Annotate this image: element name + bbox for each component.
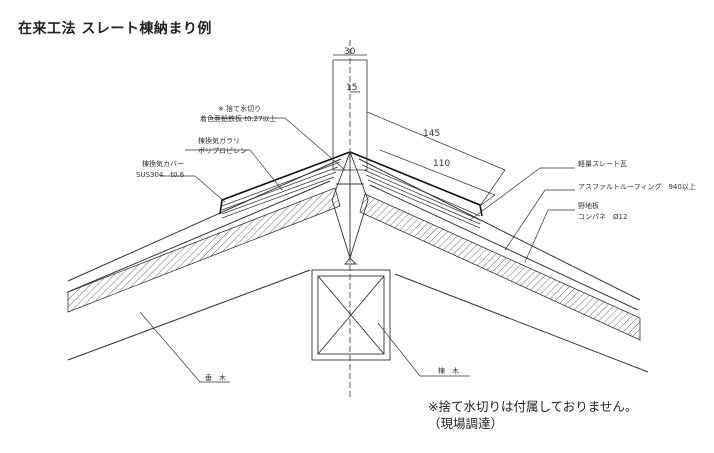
label-sheathing-material: コンパネ Ø12 [578,213,627,221]
label-slate: 軽量スレート瓦 [578,159,627,168]
note-line-1: ※捨て水切りは付属しておりません。 [428,399,638,414]
vent-cover-right [349,151,483,217]
sheathing-right [359,193,641,341]
flashing-note: ※捨て水切りは付属しておりません。 （現場調達） [428,398,637,432]
label-flashing: ※ 捨て水切り [218,104,261,113]
leader-lines [139,117,575,383]
label-flashing-material: 着色亜鉛鉄板 t0.27以上 [200,114,277,123]
sheathing-left [67,187,341,313]
label-vent-cover-material: SUS304 t0.6 [136,171,185,179]
drawing-title: 在来工法 スレート棟納まり例 [18,21,212,37]
vent-cover-left [219,151,351,215]
dimension-15: 15 [346,83,357,93]
roof-outline [67,158,649,373]
dimension-30: 30 [344,47,356,57]
dimension-110: 110 [433,159,450,169]
label-vent-gallery-material: ポリプロピレン [198,147,247,155]
label-roofing: アスファルトルーフィング 940以上 [578,182,696,191]
label-sheathing: 野地板 [578,201,599,210]
dimension-145: 145 [423,129,440,139]
note-line-2: （現場調達） [428,416,504,431]
label-rafter: 垂 木 [205,373,226,382]
dimension-lines [366,111,506,207]
ridge-beam [311,257,391,361]
label-vent-cover: 棟換気カバー [142,159,184,168]
label-vent-gallery: 棟換気ガラリ [198,136,240,145]
slate-layers [221,161,481,229]
label-ridge-beam: 棟 木 [438,366,459,375]
ridge-extension [332,40,368,400]
